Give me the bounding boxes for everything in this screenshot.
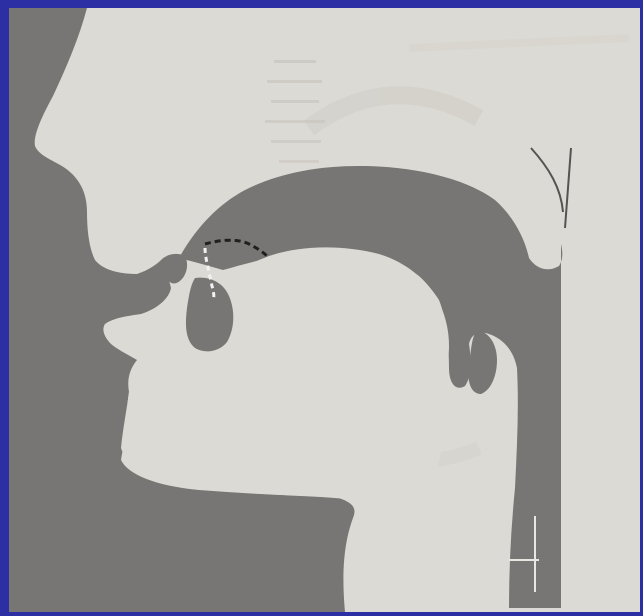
vocal-tract-diagram (9, 8, 640, 612)
scanned-page (9, 8, 640, 612)
